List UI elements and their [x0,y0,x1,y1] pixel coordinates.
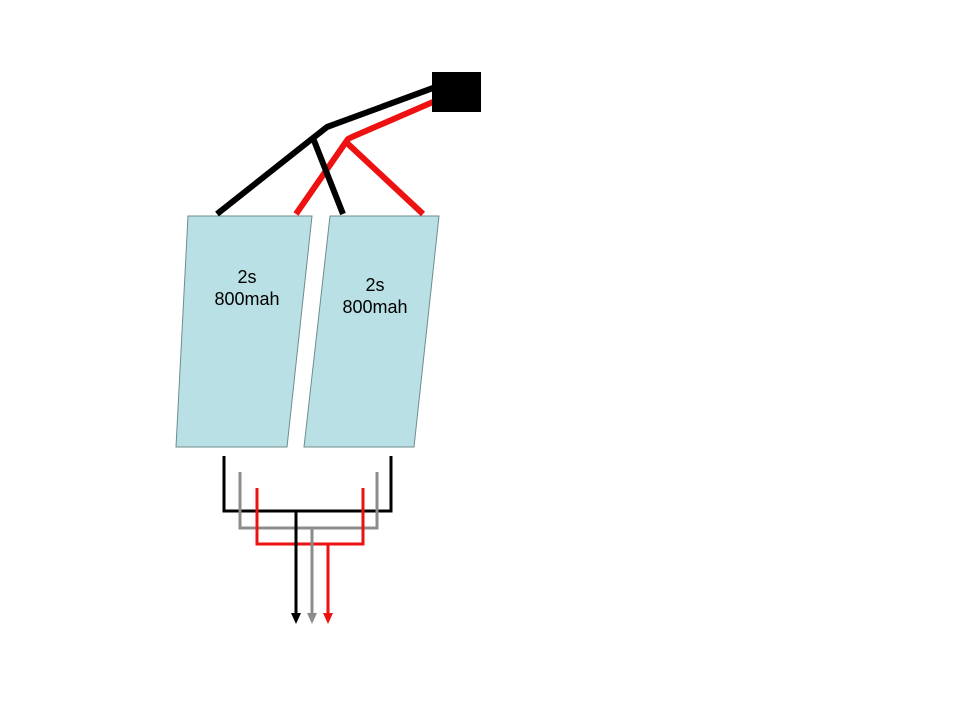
cell-count: 2s [365,275,385,295]
negative-wire-right-branch [310,136,346,216]
balance-lead-red [255,488,365,546]
battery-pack-left [175,215,313,448]
capacity: 800mah [342,297,408,317]
positive-wire-main [293,99,435,216]
main-connector [432,72,481,112]
balance-lead-black [222,456,393,513]
capacity: 800mah [214,289,280,309]
arrow-head-black [291,613,301,624]
arrow-head-gray [307,613,317,624]
arrow-head-red [323,613,333,624]
battery-label-right: 2s 800mah [315,274,435,318]
battery-label-left: 2s 800mah [187,266,307,310]
balance-lead-gray [238,472,379,530]
negative-wire-main [215,85,435,217]
positive-wire-right-branch [344,140,426,217]
cell-count: 2s [237,267,257,287]
battery-pack-right [303,215,440,448]
